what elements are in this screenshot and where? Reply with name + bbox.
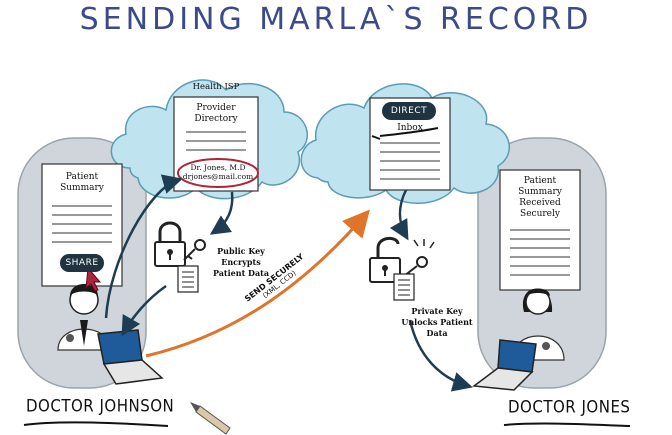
doctor-johnson-laptop-icon xyxy=(97,329,164,385)
directory-entry-email: drjones@mail.com xyxy=(182,172,254,181)
inbox-label: Inbox xyxy=(397,123,423,133)
left-doc-lines xyxy=(52,205,112,243)
public-key-lock-icon xyxy=(154,221,186,267)
provider-directory-title: Provider Directory xyxy=(194,103,238,124)
public-key-label: Public Key Encrypts Patient Data xyxy=(212,246,270,278)
right-doc-title: Patient Summary Received Securely xyxy=(518,176,562,219)
arrow-inbox-to-unlock xyxy=(389,189,409,241)
left-doc-title: Patient Summary xyxy=(60,172,104,193)
public-key-icon xyxy=(183,239,206,261)
mouse-cursor-icon xyxy=(85,266,102,292)
arrow-send-securely xyxy=(145,209,370,358)
right-doc-lines xyxy=(510,229,570,276)
doctor-johnson-figure xyxy=(57,284,111,351)
share-button[interactable]: SHARE xyxy=(60,254,104,272)
arrow-lookup-directory xyxy=(104,174,183,319)
private-key-unlock-icon xyxy=(369,237,401,283)
arrow-directory-to-key xyxy=(209,191,234,235)
direct-badge: DIRECT xyxy=(382,102,436,120)
private-key-label: Private Key Unlocks Patient Data xyxy=(401,306,473,338)
directory-entry-highlight xyxy=(177,158,259,188)
page-title: SENDING MARLA`S RECORD xyxy=(79,2,593,37)
encrypted-data-doc-icon xyxy=(177,265,199,293)
doctor-jones-label: DOCTOR JONES xyxy=(508,397,631,417)
inbox-lines xyxy=(380,142,440,180)
directory-entry-name: Dr. Jones, M.D xyxy=(190,163,246,172)
pen-icon xyxy=(190,402,231,435)
decrypted-data-doc-icon xyxy=(393,273,415,301)
directory-lines xyxy=(186,131,246,151)
private-key-icon xyxy=(403,239,435,277)
inbox-message-marker xyxy=(371,127,439,140)
doctor-johnson-underline xyxy=(23,421,169,427)
provider-directory-doc xyxy=(173,96,259,192)
arrow-encrypt-to-laptop xyxy=(121,284,167,337)
health-isp-label: Health ISP xyxy=(192,82,240,92)
doctor-johnson-label: DOCTOR JOHNSON xyxy=(26,396,175,416)
arrow-unlock-to-doctor-jones xyxy=(408,319,473,392)
doctor-jones-laptop-icon xyxy=(472,339,537,391)
doctor-jones-underline xyxy=(503,422,631,427)
